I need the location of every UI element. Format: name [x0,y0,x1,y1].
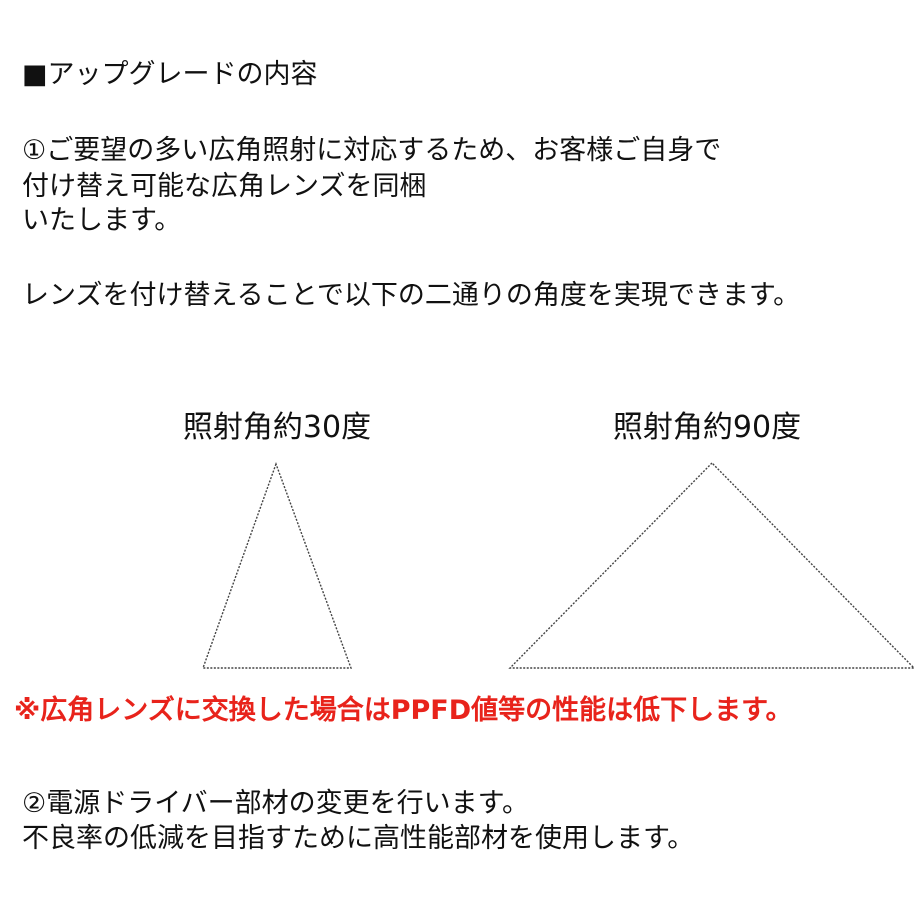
narrow-angle-triangle [202,461,353,669]
diagram-30-label: 照射角約30度 [182,410,372,445]
paragraph-3-line-1: ②電源ドライバー部材の変更を行います。 [22,788,529,819]
wide-angle-triangle [508,462,916,669]
paragraph-2: レンズを付け替えることで以下の二通りの角度を実現できます。 [22,280,801,311]
upgrade-heading: ■アップグレードの内容 [22,59,318,90]
performance-warning: ※広角レンズに交換した場合はPPFD値等の性能は低下します。 [14,695,793,726]
paragraph-3-line-2: 不良率の低減を目指すために高性能部材を使用します。 [22,823,695,854]
paragraph-1-line-3: いたします。 [22,205,182,236]
paragraph-1-line-1: ①ご要望の多い広角照射に対応するため、お客様ご自身で [22,135,722,166]
paragraph-1-line-2: 付け替え可能な広角レンズを同梱 [22,171,427,202]
diagram-90-label: 照射角約90度 [612,410,802,445]
